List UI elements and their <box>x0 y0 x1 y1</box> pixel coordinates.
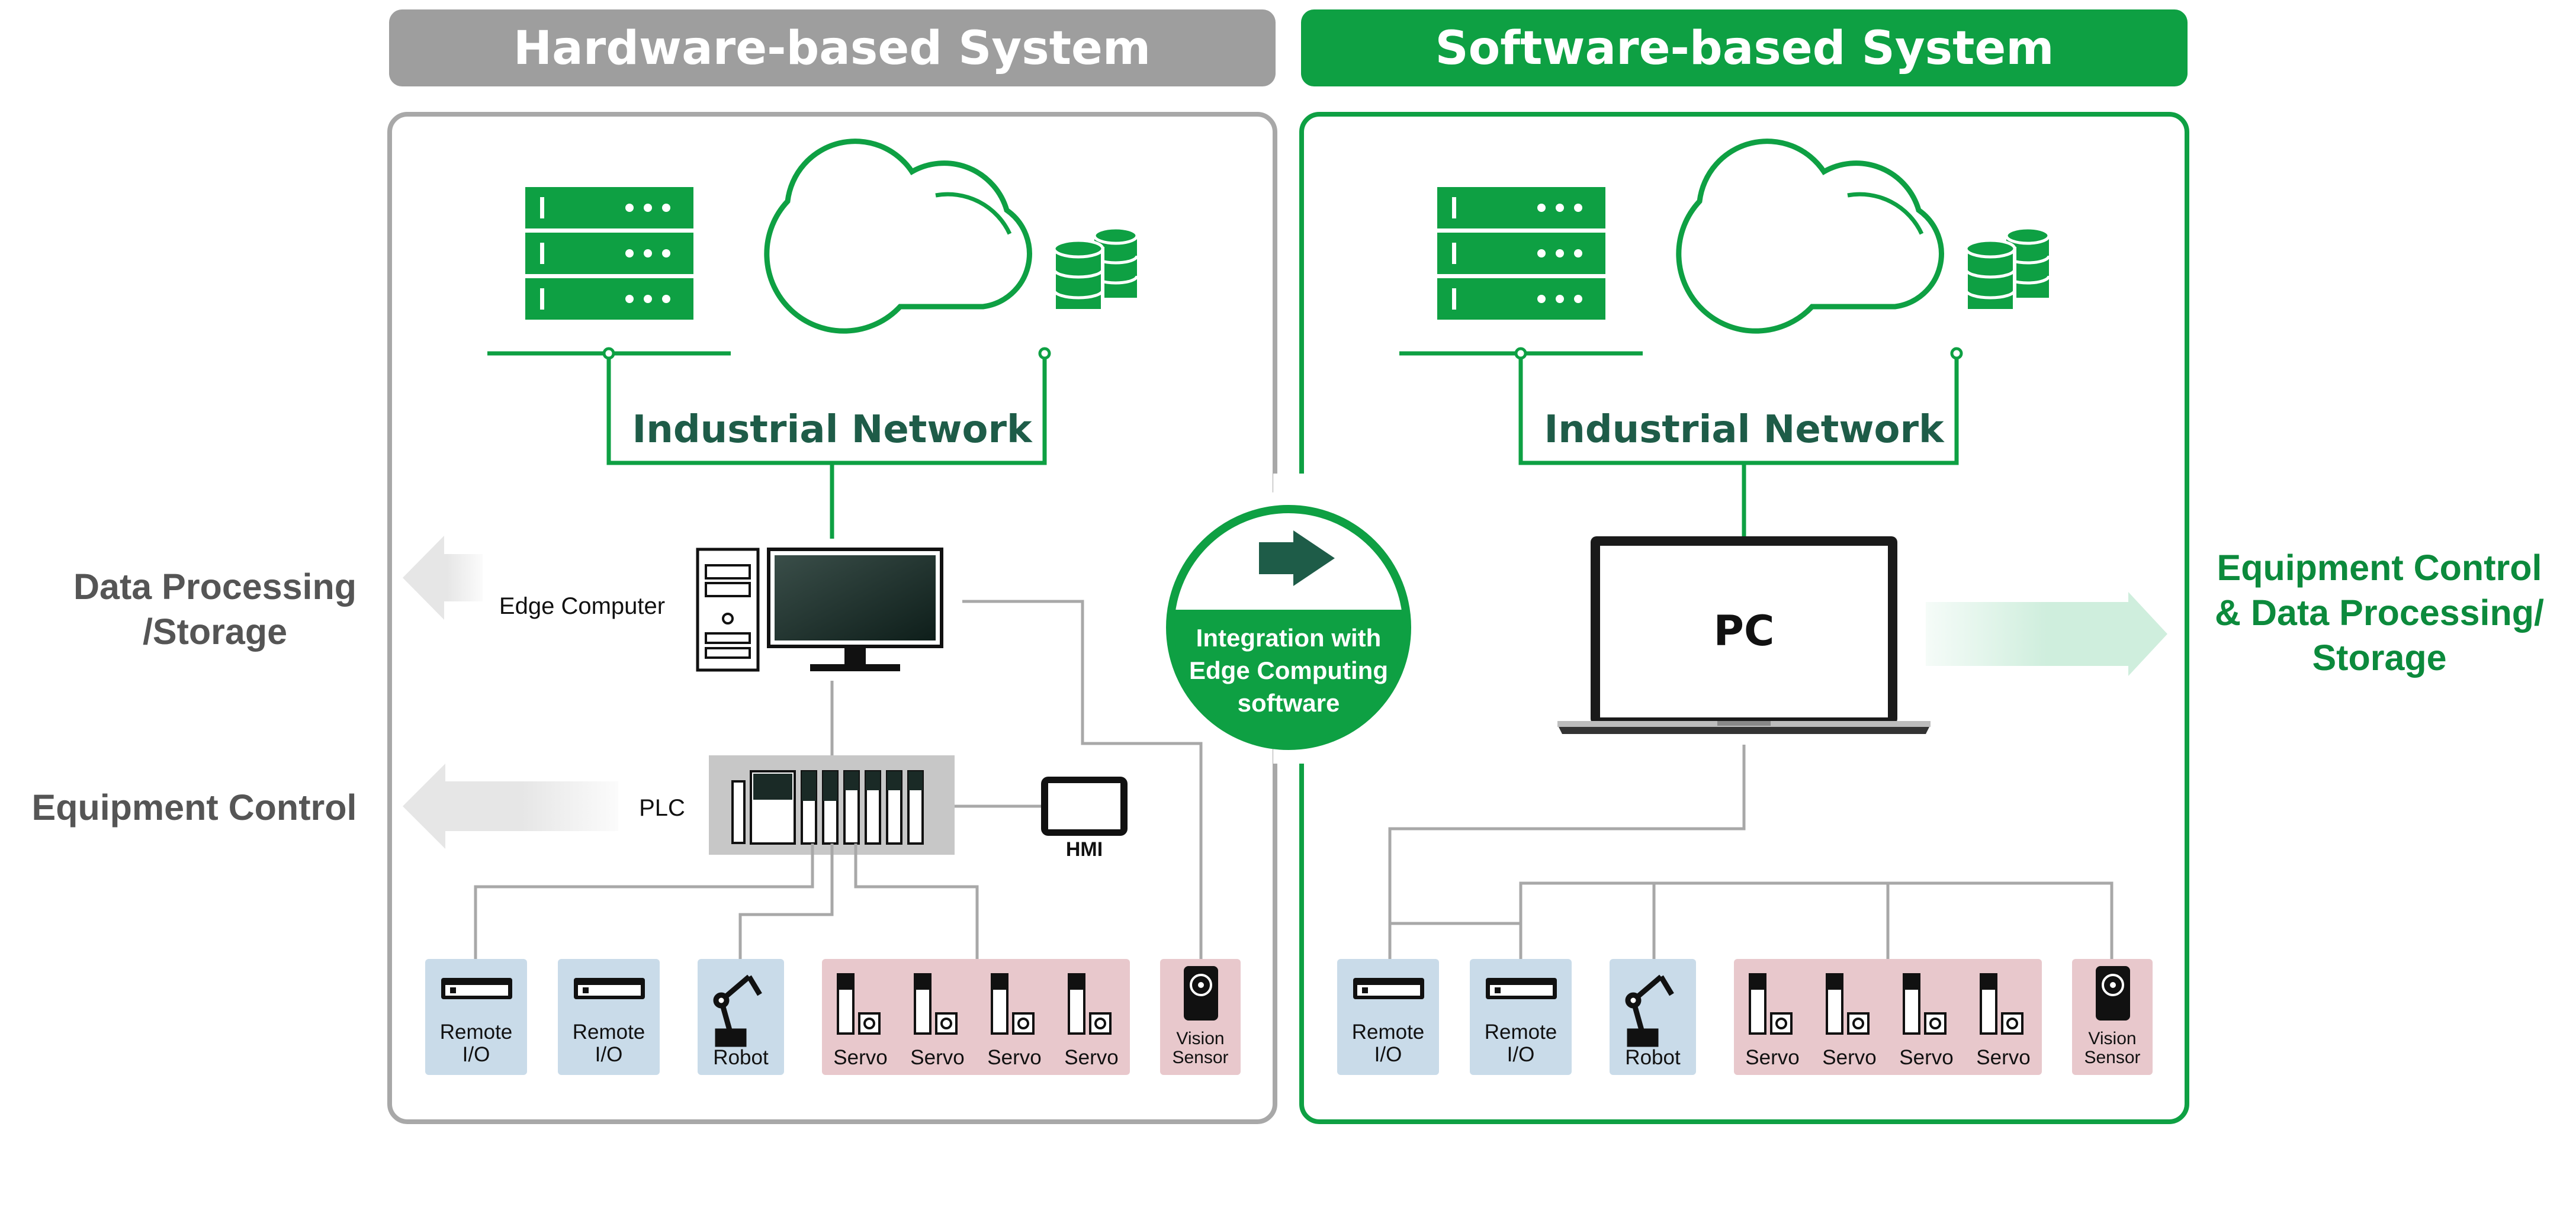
device-label: I/O <box>1374 1043 1402 1066</box>
servo-drive-icon <box>991 973 1035 1035</box>
hmi-label: HMI <box>1066 838 1103 861</box>
servo-unit: Servo <box>1064 973 1119 1069</box>
vision-sensor-icon <box>2096 966 2130 1021</box>
hardware-network-label: Industrial Network <box>632 408 1033 452</box>
device-label: Remote <box>1352 1021 1425 1044</box>
hmi-panel-icon <box>1041 777 1128 836</box>
servo-unit: Servo <box>1976 973 2031 1069</box>
device-label: Remote <box>440 1021 513 1044</box>
device-label: Sensor <box>1172 1048 1228 1067</box>
hardware-panel: Hardware-based System <box>387 9 1277 1124</box>
servo-drive-icon <box>1068 973 1112 1035</box>
side-label: Equipment Control <box>32 787 357 828</box>
device-label: I/O <box>595 1043 623 1066</box>
device-label: I/O <box>462 1043 490 1066</box>
sw-vision-sensor: Vision Sensor <box>2072 959 2153 1075</box>
remote-io-icon <box>1353 978 1424 999</box>
servo-unit: Servo <box>987 973 1042 1069</box>
servo-unit: Servo <box>1899 973 1954 1069</box>
laptop-icon <box>1557 536 1931 734</box>
hw-servo-group <box>822 959 1130 1075</box>
servo-label: Servo <box>1899 1046 1953 1069</box>
device-label: Robot <box>713 1046 769 1069</box>
side-label: /Storage <box>143 611 287 652</box>
remote-io-icon <box>441 978 512 999</box>
software-title-bar <box>1301 9 2188 86</box>
servo-drive-icon <box>1903 973 1947 1035</box>
pc-label: PC <box>1714 607 1775 655</box>
software-panel: Software-based System <box>1299 9 2189 1124</box>
hw-robot: Robot <box>698 959 784 1075</box>
monitor-icon <box>767 548 943 671</box>
arrow-right-icon <box>1259 530 1335 586</box>
servo-unit: Servo <box>1745 973 1800 1069</box>
device-label: Remote <box>1485 1021 1557 1044</box>
servo-drive-icon <box>837 973 881 1035</box>
software-network-label: Industrial Network <box>1544 408 1945 452</box>
servo-drive-icon <box>914 973 958 1035</box>
side-label: Data Processing <box>73 566 356 607</box>
plc-rack-icon <box>709 755 955 855</box>
servo-drive-icon <box>1980 973 2023 1035</box>
servo-label: Servo <box>833 1046 887 1069</box>
sw-robot: Robot <box>1610 959 1696 1075</box>
hw-remote-io-1: Remote I/O <box>425 959 527 1075</box>
integration-label: software <box>1238 689 1340 717</box>
servo-label: Servo <box>1822 1046 1876 1069</box>
tower-pc-icon <box>696 548 760 672</box>
hardware-title: Hardware-based System <box>513 22 1151 75</box>
right-equipment-control: Equipment Control & Data Processing/ Sto… <box>1926 548 2544 678</box>
hw-remote-io-2: Remote I/O <box>558 959 660 1075</box>
servo-label: Servo <box>987 1046 1041 1069</box>
device-label: Sensor <box>2084 1048 2140 1067</box>
servo-drive-icon <box>1826 973 1870 1035</box>
hardware-title-bar <box>389 9 1276 86</box>
side-label: & Data Processing/ <box>2215 593 2544 633</box>
device-label: Robot <box>1625 1046 1681 1069</box>
hw-vision-sensor: Vision Sensor <box>1160 959 1241 1075</box>
servo-units: Servo Servo Servo Servo Servo Servo Servo Servo <box>833 973 2031 1069</box>
servo-unit: Servo <box>1822 973 1877 1069</box>
edge-computer-label: Edge Computer <box>499 593 665 619</box>
remote-io-icon <box>574 978 645 999</box>
servo-unit: Servo <box>910 973 965 1069</box>
vision-sensor-icon <box>1184 966 1218 1021</box>
integration-badge: Integration with Edge Computing software <box>1166 474 1411 764</box>
robot-arm-icon <box>1625 974 1674 1047</box>
device-label: Vision <box>1176 1029 1224 1048</box>
servo-label: Servo <box>1064 1046 1118 1069</box>
network-frame-line <box>606 358 1047 465</box>
robot-arm-icon <box>713 974 762 1047</box>
servo-drive-icon <box>1749 973 1793 1035</box>
sw-servo-group <box>1734 959 2042 1075</box>
servo-label: Servo <box>1976 1046 2030 1069</box>
device-label: Remote <box>573 1021 645 1044</box>
device-label: Vision <box>2088 1029 2136 1048</box>
left-data-processing: Data Processing /Storage <box>73 536 483 652</box>
left-equipment-control: Equipment Control <box>32 764 618 849</box>
remote-io-icon <box>1486 978 1557 999</box>
sw-remote-io-1: Remote I/O <box>1337 959 1439 1075</box>
servo-unit: Servo <box>833 973 888 1069</box>
sw-remote-io-2: Remote I/O <box>1470 959 1572 1075</box>
server-rack-icon <box>525 187 693 320</box>
cloud-database-icon <box>764 139 1139 334</box>
servo-label: Servo <box>910 1046 964 1069</box>
servo-label: Servo <box>1745 1046 1799 1069</box>
server-rack-icon <box>1437 187 1605 320</box>
side-label: Equipment Control <box>2217 548 2542 588</box>
integration-label: Edge Computing <box>1189 656 1388 684</box>
integration-label: Integration with <box>1196 624 1382 652</box>
side-label: Storage <box>2312 638 2446 678</box>
plc-label: PLC <box>639 795 685 821</box>
cloud-database-icon <box>1676 139 2051 334</box>
software-title: Software-based System <box>1435 22 2054 75</box>
device-label: I/O <box>1507 1043 1535 1066</box>
